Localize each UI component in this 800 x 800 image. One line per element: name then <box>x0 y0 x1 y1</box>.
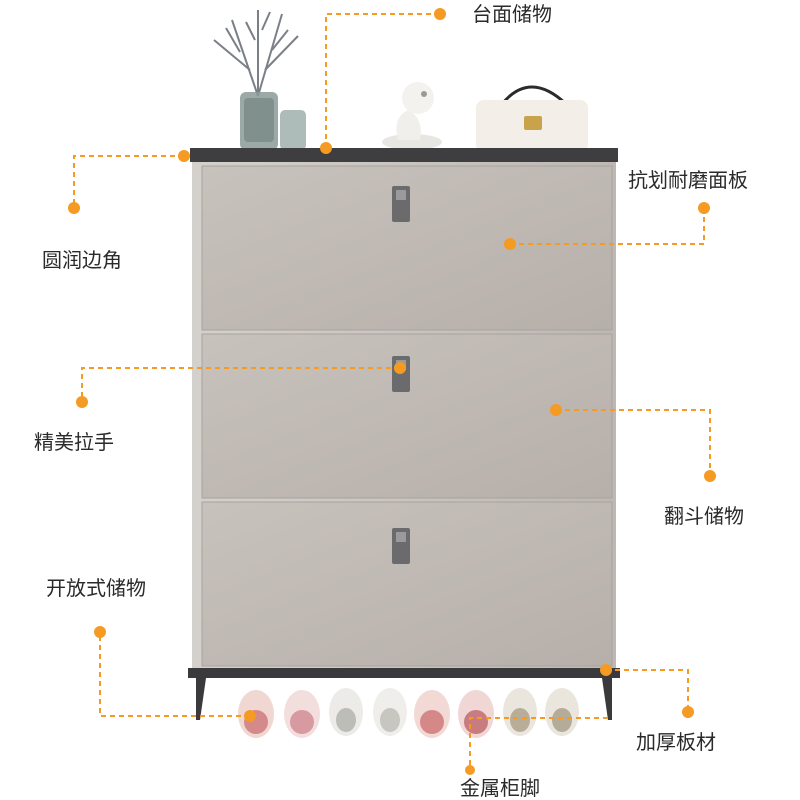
drawer-handles <box>392 186 410 564</box>
base-frame <box>188 668 620 678</box>
label-metal-legs: 金属柜脚 <box>460 776 540 800</box>
shoes-row <box>238 688 579 738</box>
callout-line-metal-legs <box>469 717 608 770</box>
callout-dot-icon <box>504 238 516 250</box>
callout-dot-icon <box>76 396 88 408</box>
vase-with-branches <box>213 10 306 150</box>
callout-line-open-storage <box>99 632 250 717</box>
label-open-storage: 开放式储物 <box>46 576 146 600</box>
callout-line-scratch-resistant-panel <box>510 208 705 245</box>
callout-line-thick-board <box>606 669 689 712</box>
callout-line-countertop-storage <box>325 13 440 148</box>
callout-dot-icon <box>394 362 406 374</box>
metal-legs <box>196 678 612 720</box>
callout-dot-icon <box>94 626 106 638</box>
label-flip-storage: 翻斗储物 <box>664 504 744 528</box>
callout-dot-icon <box>178 150 190 162</box>
callout-dot-icon <box>465 765 475 775</box>
callout-dot-icon <box>682 706 694 718</box>
callout-line-fine-handles <box>81 367 400 402</box>
label-rounded-corners: 圆润边角 <box>42 248 122 272</box>
label-countertop-storage: 台面储物 <box>472 2 552 26</box>
label-thick-board: 加厚板材 <box>636 730 716 754</box>
callout-dot-icon <box>244 710 256 722</box>
callout-dot-icon <box>550 404 562 416</box>
callout-dot-icon <box>704 470 716 482</box>
callout-dot-icon <box>600 664 612 676</box>
callout-line-flip-storage <box>556 409 711 476</box>
callout-dot-icon <box>698 202 710 214</box>
drawer-bottom <box>201 501 613 667</box>
callout-line-rounded-corners <box>73 155 184 208</box>
label-scratch-resistant-panel: 抗划耐磨面板 <box>628 168 748 192</box>
callout-dot-icon <box>434 8 446 20</box>
handbag-ornament <box>476 85 588 152</box>
callout-dot-icon <box>320 142 332 154</box>
label-fine-handles: 精美拉手 <box>34 430 114 454</box>
callout-dot-icon <box>68 202 80 214</box>
figurine-ornament <box>382 82 442 150</box>
countertop <box>190 148 618 162</box>
